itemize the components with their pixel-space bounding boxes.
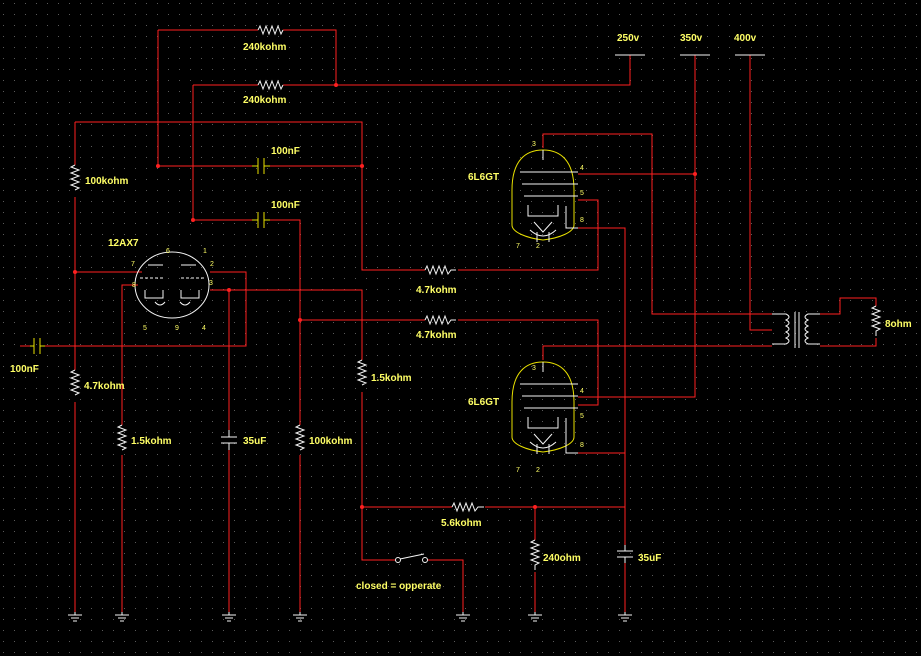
capacitors — [30, 158, 633, 563]
label-400v: 400v — [734, 33, 757, 44]
resistor-4k7-upper-grid — [424, 264, 456, 276]
cap-35uF-supply — [617, 545, 633, 563]
resistor-100k-bottom — [294, 424, 306, 451]
pin-label: 8 — [132, 282, 136, 289]
pin-label: 7 — [131, 261, 135, 268]
standby-switch — [395, 553, 428, 563]
label-6l6gt-top: 6L6GT — [468, 172, 499, 183]
pin-label: 3 — [532, 365, 536, 372]
resistor-8ohm-load — [870, 305, 882, 336]
pin-label: 5 — [580, 413, 584, 420]
ground-symbols — [68, 612, 632, 622]
label-cap-input: 100nF — [10, 364, 39, 375]
label-cap-100nF-top: 100nF — [271, 146, 300, 157]
resistor-240ohm — [529, 539, 541, 570]
pin-label: 2 — [536, 467, 540, 474]
output-transformer — [772, 312, 820, 348]
component-labels: 240kohm 240kohm 100kohm 100nF 100nF 12AX… — [10, 33, 912, 592]
label-250v: 250v — [617, 33, 640, 44]
resistor-5k6 — [451, 501, 484, 513]
tube-6l6gt-top: 3 4 5 8 7 2 — [511, 141, 584, 250]
pin-label: 5 — [143, 325, 147, 332]
pin-label: 9 — [175, 325, 179, 332]
cap-100nF-second — [252, 212, 270, 228]
resistor-1k5-cathode — [116, 424, 128, 451]
ground-icon — [618, 612, 632, 622]
pin-label: 4 — [580, 388, 584, 395]
ground-icon — [222, 612, 236, 622]
label-6l6gt-bottom: 6L6GT — [468, 397, 499, 408]
pin-label: 8 — [580, 442, 584, 449]
label-1k5-cathode: 1.5kohm — [131, 436, 172, 447]
label-cap-100nF-second: 100nF — [271, 200, 300, 211]
pin-label: 7 — [516, 243, 520, 250]
resistor-100k-top — [69, 164, 81, 191]
label-240ohm: 240ohm — [543, 553, 581, 564]
resistors — [69, 24, 882, 570]
cap-100nF-top — [252, 158, 270, 174]
label-5k6: 5.6kohm — [441, 518, 482, 529]
label-4k7-left: 4.7kohm — [84, 381, 125, 392]
pin-label: 1 — [203, 248, 207, 255]
label-35uF-cathode: 35uF — [243, 436, 266, 447]
pin-label: 5 — [580, 190, 584, 197]
label-1k5-mid: 1.5kohm — [371, 373, 412, 384]
resistor-4k7-lower-grid — [424, 314, 456, 326]
label-100k-top: 100kohm — [85, 176, 128, 187]
tube-6l6gt-bottom: 3 4 5 8 7 2 — [511, 361, 584, 474]
ground-icon — [456, 612, 470, 622]
label-12ax7: 12AX7 — [108, 238, 139, 249]
pin-label: 2 — [536, 243, 540, 250]
pin-label: 8 — [580, 217, 584, 224]
label-240k-top: 240kohm — [243, 42, 286, 53]
label-8ohm: 8ohm — [885, 319, 912, 330]
pin-label: 3 — [532, 141, 536, 148]
pin-label: 2 — [210, 261, 214, 268]
resistor-240k-top — [257, 24, 284, 36]
label-240k-second: 240kohm — [243, 95, 286, 106]
pin-label: 4 — [580, 165, 584, 172]
ground-icon — [68, 612, 82, 622]
pin-label: 6 — [166, 248, 170, 255]
ground-icon — [115, 612, 129, 622]
cap-100nF-input — [30, 338, 45, 354]
resistor-240k-second — [257, 79, 284, 91]
wires — [20, 29, 877, 612]
resistor-1k5-mid — [356, 359, 368, 386]
pin-label: 4 — [202, 325, 206, 332]
pin-label: 3 — [209, 280, 213, 287]
label-35uF-supply: 35uF — [638, 553, 661, 564]
pin-label: 7 — [516, 467, 520, 474]
label-350v: 350v — [680, 33, 703, 44]
label-4k7-upper: 4.7kohm — [416, 285, 457, 296]
tube-12ax7: 6 1 7 2 8 3 5 9 4 — [131, 248, 214, 332]
label-100k-bottom: 100kohm — [309, 436, 352, 447]
ground-icon — [293, 612, 307, 622]
cap-35uF-cathode — [221, 430, 237, 450]
label-4k7-lower: 4.7kohm — [416, 330, 457, 341]
junction-dots — [73, 83, 697, 509]
ground-icon — [528, 612, 542, 622]
label-switch: closed = opperate — [356, 581, 442, 592]
resistor-4k7-left — [69, 369, 81, 396]
